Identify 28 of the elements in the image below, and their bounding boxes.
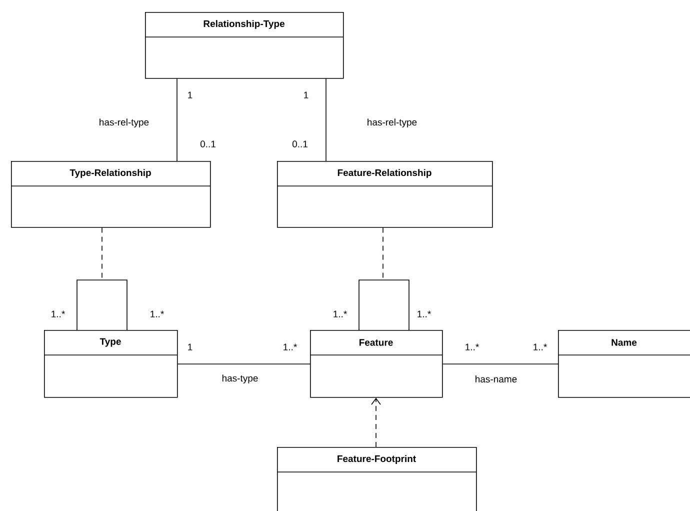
multiplicity: 1..*: [534, 344, 547, 350]
multiplicity: 1..*: [466, 344, 479, 350]
multiplicity: 1: [304, 92, 308, 98]
multiplicity: 1..*: [284, 344, 297, 350]
association-line: [76, 280, 128, 330]
edge-label: has-name: [474, 374, 518, 384]
multiplicity: 1..*: [150, 310, 164, 318]
multiplicity: 1..*: [52, 310, 65, 318]
edge-label: has-rel-type: [98, 118, 150, 128]
dependency-arrow: [371, 398, 381, 448]
class-box: Relationship-Type: [144, 12, 344, 79]
class-box: Feature: [310, 330, 443, 398]
class-box: Name: [558, 330, 690, 398]
association-line: [176, 78, 178, 162]
class-box: Feature-Footprint: [276, 447, 477, 511]
class-box: Type-Relationship: [10, 161, 211, 228]
multiplicity: 1: [188, 92, 192, 98]
multiplicity: 0..1: [200, 140, 216, 148]
edge-label: has-type: [220, 374, 260, 384]
multiplicity: 1..*: [418, 310, 431, 318]
association-line: [358, 280, 410, 330]
multiplicity: 1..*: [334, 310, 347, 318]
class-box: Type: [44, 330, 178, 398]
class-box: Feature-Relationship: [276, 161, 493, 228]
multiplicity: 0..1: [292, 140, 308, 148]
multiplicity: 1: [188, 344, 192, 350]
edge-label: has-rel-type: [366, 118, 418, 128]
association-class-line: [382, 227, 384, 280]
